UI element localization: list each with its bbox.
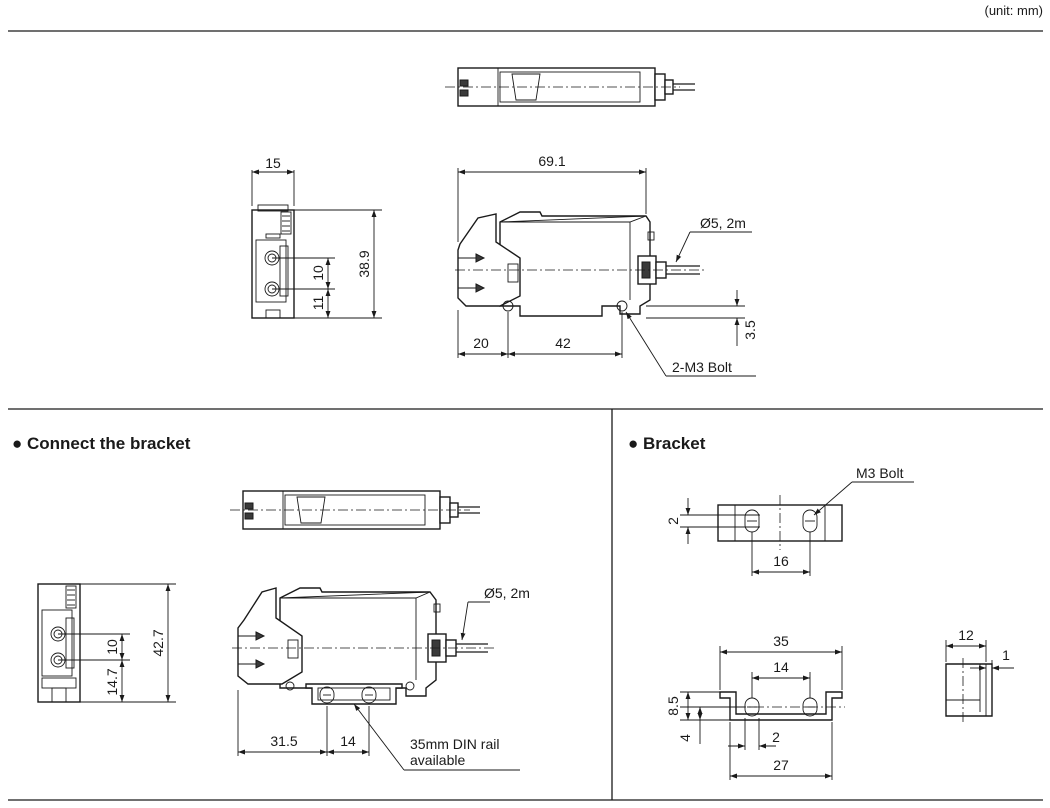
dim-cb-din-line1: 35mm DIN rail (410, 736, 499, 752)
dim-cb-cable: Ø5, 2m (484, 585, 530, 601)
unit-label: (unit: mm) (985, 3, 1044, 18)
bracket-plan-view (717, 495, 843, 550)
top-front-view (455, 211, 705, 317)
top-side-view (251, 204, 295, 319)
dim-br-2: 2 (772, 729, 780, 745)
dim-br-slot: 2 (665, 517, 681, 525)
dim-top-width: 15 (265, 155, 281, 171)
dim-br-4: 4 (677, 734, 693, 742)
bracket-front-view (718, 691, 845, 721)
frame-lines (8, 30, 1043, 801)
dim-top-a: 20 (473, 335, 489, 351)
heading-connect-bracket: ● Connect the bracket (12, 434, 191, 453)
dim-top-height: 38.9 (356, 250, 372, 277)
dim-cb-din-line2: available (410, 752, 465, 768)
cb-side-view (37, 583, 81, 703)
dim-cb-b: 14 (340, 733, 356, 749)
dim-top-lower: 11 (310, 296, 326, 311)
dim-top-cable: Ø5, 2m (700, 215, 746, 231)
dim-br-35: 35 (773, 633, 789, 649)
dim-br-pitch: 16 (773, 553, 789, 569)
dim-cb-height: 42.7 (150, 629, 166, 656)
dim-br-bolt: M3 Bolt (856, 465, 904, 481)
dim-br-27: 27 (773, 757, 789, 773)
dim-top-bolt: 2-M3 Bolt (672, 359, 732, 375)
heading-bracket: ● Bracket (628, 434, 706, 453)
cb-front-dims (237, 601, 520, 771)
dim-br-1: 1 (1002, 647, 1010, 663)
dim-br-85: 8.5 (665, 696, 681, 716)
dim-top-length: 69.1 (538, 153, 565, 169)
bracket-side-dims (945, 640, 1014, 672)
dim-top-c: 3.5 (742, 320, 758, 340)
dim-br-12: 12 (958, 627, 974, 643)
top-plan-view (445, 67, 695, 107)
cb-front-view (232, 587, 495, 705)
dim-cb-lower: 14.7 (104, 668, 120, 695)
dim-top-pitch: 10 (310, 265, 326, 281)
dim-top-b: 42 (555, 335, 571, 351)
top-front-dims (457, 168, 756, 377)
cb-side-dims (58, 583, 176, 703)
bracket-plan-dims (680, 481, 914, 576)
dim-cb-pitch: 10 (104, 639, 120, 655)
top-side-dims (251, 169, 382, 319)
bracket-side-view (945, 658, 993, 724)
dim-br-14: 14 (773, 659, 789, 675)
dim-cb-a: 31.5 (270, 733, 297, 749)
cb-plan-view (230, 490, 480, 530)
bracket-front-dims (680, 646, 843, 780)
